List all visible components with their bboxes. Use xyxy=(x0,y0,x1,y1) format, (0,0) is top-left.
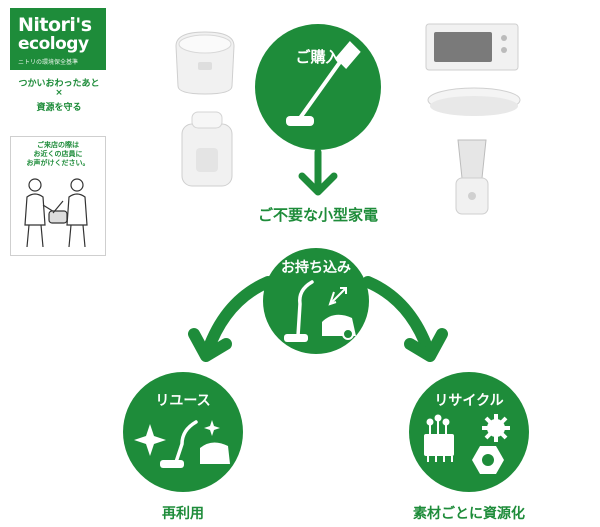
purchase-circle xyxy=(255,24,381,150)
gear-icon xyxy=(482,414,510,442)
hex-nut-icon xyxy=(472,446,504,474)
purchase-label: ご購入 xyxy=(295,48,340,66)
ceiling-light-image xyxy=(427,87,521,116)
arrow-down-icon xyxy=(298,148,338,196)
logo-line2: ecology xyxy=(18,34,89,54)
reuse-caption: 再利用 xyxy=(162,505,204,522)
circuit-chip-icon xyxy=(424,414,454,462)
humidifier-image xyxy=(181,111,233,187)
store-notice-card: ご来店の際は お近くの店員に お声がけください。 xyxy=(10,136,106,256)
staff-illustration xyxy=(24,178,88,248)
blender-image xyxy=(455,139,489,215)
nitori-ecology-logo: Nitori's ecology ニトリの環境保全基準 xyxy=(10,8,106,70)
rice-cooker-image xyxy=(175,31,235,95)
card-line3: お声がけください。 xyxy=(26,159,90,167)
reuse-vacuum-icon xyxy=(160,420,230,468)
sparkle-icon xyxy=(134,420,220,456)
tagline-line1: つかいおわったあと xyxy=(18,79,100,89)
recycle-circle xyxy=(409,372,529,492)
card-line1: ご来店の際は xyxy=(37,141,79,149)
canister-vacuum-icon xyxy=(284,280,356,342)
bring-in-label: お持ち込み xyxy=(281,259,351,276)
microwave-image xyxy=(425,23,519,71)
recycle-caption: 素材ごとに資源化 xyxy=(413,505,525,522)
card-line2: お近くの店員に xyxy=(33,150,83,158)
reuse-label: リユース xyxy=(155,393,210,409)
unwanted-appliance-label: ご不要な小型家電 xyxy=(258,206,378,224)
arrow-to-recycle-icon xyxy=(362,276,448,362)
tagline-cross: × xyxy=(55,88,63,98)
stick-vacuum-icon xyxy=(286,41,361,126)
recycle-label: リサイクル xyxy=(434,393,503,409)
arrow-to-reuse-icon xyxy=(188,276,274,362)
logo-line1: Nitori's xyxy=(18,14,92,36)
reuse-circle xyxy=(123,372,243,492)
recycle-arrows-icon xyxy=(328,287,347,306)
tagline-line3: 資源を守る xyxy=(36,103,82,113)
logo-subtitle: ニトリの環境保全基準 xyxy=(18,59,79,66)
